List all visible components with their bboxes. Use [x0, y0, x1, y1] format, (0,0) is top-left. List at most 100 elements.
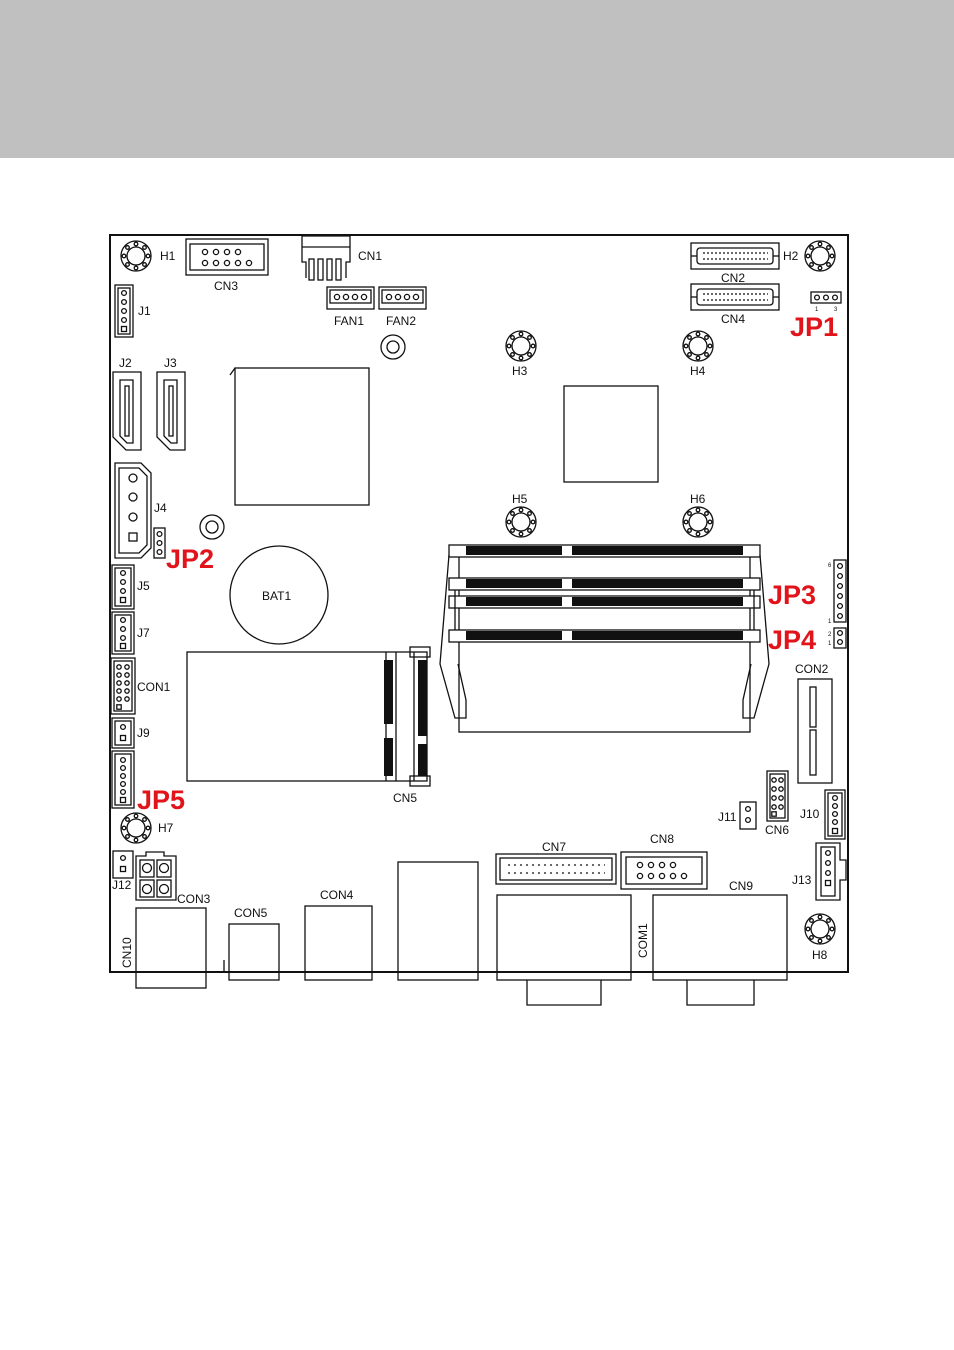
j7-header	[111, 611, 135, 655]
label-cn9: CN9	[729, 879, 753, 893]
label-h6: H6	[690, 492, 706, 506]
jp1-pin1-mark: 1	[815, 307, 819, 313]
cn10-connector	[135, 907, 225, 989]
cn8-header	[620, 851, 708, 890]
con3-power-connector	[135, 851, 177, 901]
mounting-hole-h3	[505, 330, 537, 362]
label-con1: CON1	[137, 680, 171, 694]
con2-connector	[797, 678, 833, 784]
label-h8: H8	[812, 948, 828, 962]
jp4-pin2-mark: 2	[828, 632, 832, 638]
con1-header	[110, 657, 136, 715]
cpu-chip	[234, 367, 370, 506]
standoff-hole-top	[380, 334, 406, 360]
jp1-pin3-mark: 3	[834, 307, 838, 313]
label-j4: J4	[154, 501, 167, 515]
label-j5: J5	[137, 579, 150, 593]
label-jp3: JP3	[768, 580, 816, 610]
j10-header	[824, 789, 846, 840]
j3-sata-connector	[156, 371, 186, 451]
sodimm-slots	[439, 544, 770, 733]
jp3-pin1-mark: 1	[828, 619, 832, 625]
j12-header	[112, 850, 134, 879]
fan2-header	[378, 286, 427, 310]
j9-header	[111, 717, 135, 749]
label-bat1: BAT1	[262, 589, 291, 603]
header-band	[0, 0, 954, 158]
con4-connector	[304, 905, 373, 981]
cn3-connector	[185, 238, 269, 276]
battery-bat1	[229, 545, 329, 645]
label-cn4: CN4	[721, 312, 745, 326]
label-fan1: FAN1	[334, 314, 364, 328]
j4-power-connector	[114, 462, 152, 559]
label-j11: J11	[718, 810, 737, 824]
label-j3: J3	[164, 356, 177, 370]
label-con3: CON3	[177, 892, 211, 906]
label-con4: CON4	[320, 888, 354, 902]
label-jp2: JP2	[166, 544, 214, 574]
con5-connector	[228, 923, 280, 981]
jp4-pin1-mark: 1	[828, 641, 832, 647]
com1-connector	[496, 894, 632, 1006]
cn2-connector	[690, 242, 780, 270]
label-cn6: CN6	[765, 823, 789, 837]
label-jp1: JP1	[790, 312, 838, 342]
label-fan2: FAN2	[386, 314, 416, 328]
mounting-hole-h2	[804, 240, 836, 272]
label-cn8: CN8	[650, 832, 674, 846]
label-j1: J1	[138, 304, 151, 318]
chipset	[563, 385, 659, 483]
label-jp5: JP5	[137, 785, 185, 815]
jp1-jumper	[810, 291, 842, 304]
mounting-hole-h1	[120, 240, 152, 272]
jp5-jumper	[111, 750, 135, 809]
lan-usb-stack	[388, 861, 490, 981]
label-j12: J12	[112, 878, 132, 892]
label-cn7: CN7	[542, 840, 566, 854]
label-h4: H4	[690, 364, 706, 378]
label-j2: J2	[119, 356, 132, 370]
cn7-header	[495, 853, 617, 885]
j1-header	[114, 284, 134, 338]
label-com1: COM1	[636, 923, 650, 958]
label-j7: J7	[137, 626, 150, 640]
label-h2: H2	[783, 249, 799, 263]
jp2-jumper	[153, 527, 166, 559]
mounting-hole-h6	[682, 506, 714, 538]
j2-sata-connector	[112, 371, 142, 451]
label-jp4: JP4	[768, 625, 816, 655]
jp3-jumper	[833, 559, 847, 623]
standoff-hole-mid	[199, 514, 225, 540]
fan1-header	[326, 286, 375, 310]
label-j10: J10	[800, 807, 820, 821]
cn4-connector	[690, 283, 780, 311]
label-con5: CON5	[234, 906, 268, 920]
j13-connector	[815, 842, 847, 901]
mounting-hole-h4	[682, 330, 714, 362]
jp3-pin6-mark: 6	[828, 563, 832, 569]
label-cn5: CN5	[393, 791, 417, 805]
label-cn2: CN2	[721, 271, 745, 285]
label-j13: J13	[792, 873, 812, 887]
cn6-header	[766, 770, 789, 822]
mounting-hole-h8	[804, 913, 836, 945]
cn1-connector	[301, 235, 351, 281]
j5-header	[111, 564, 135, 610]
label-con2: CON2	[795, 662, 829, 676]
mounting-hole-h5	[505, 506, 537, 538]
label-cn1: CN1	[358, 249, 382, 263]
j11-header	[739, 801, 757, 830]
label-h1: H1	[160, 249, 176, 263]
label-cn3: CN3	[214, 279, 238, 293]
label-h3: H3	[512, 364, 528, 378]
label-j9: J9	[137, 726, 150, 740]
jp4-jumper	[833, 627, 847, 649]
cn5-mini-pcie-slot	[186, 646, 431, 787]
mounting-hole-h7	[120, 812, 152, 844]
label-cn10: CN10	[120, 937, 134, 968]
cn9-connector	[652, 894, 788, 1006]
label-h5: H5	[512, 492, 528, 506]
label-h7: H7	[158, 821, 174, 835]
